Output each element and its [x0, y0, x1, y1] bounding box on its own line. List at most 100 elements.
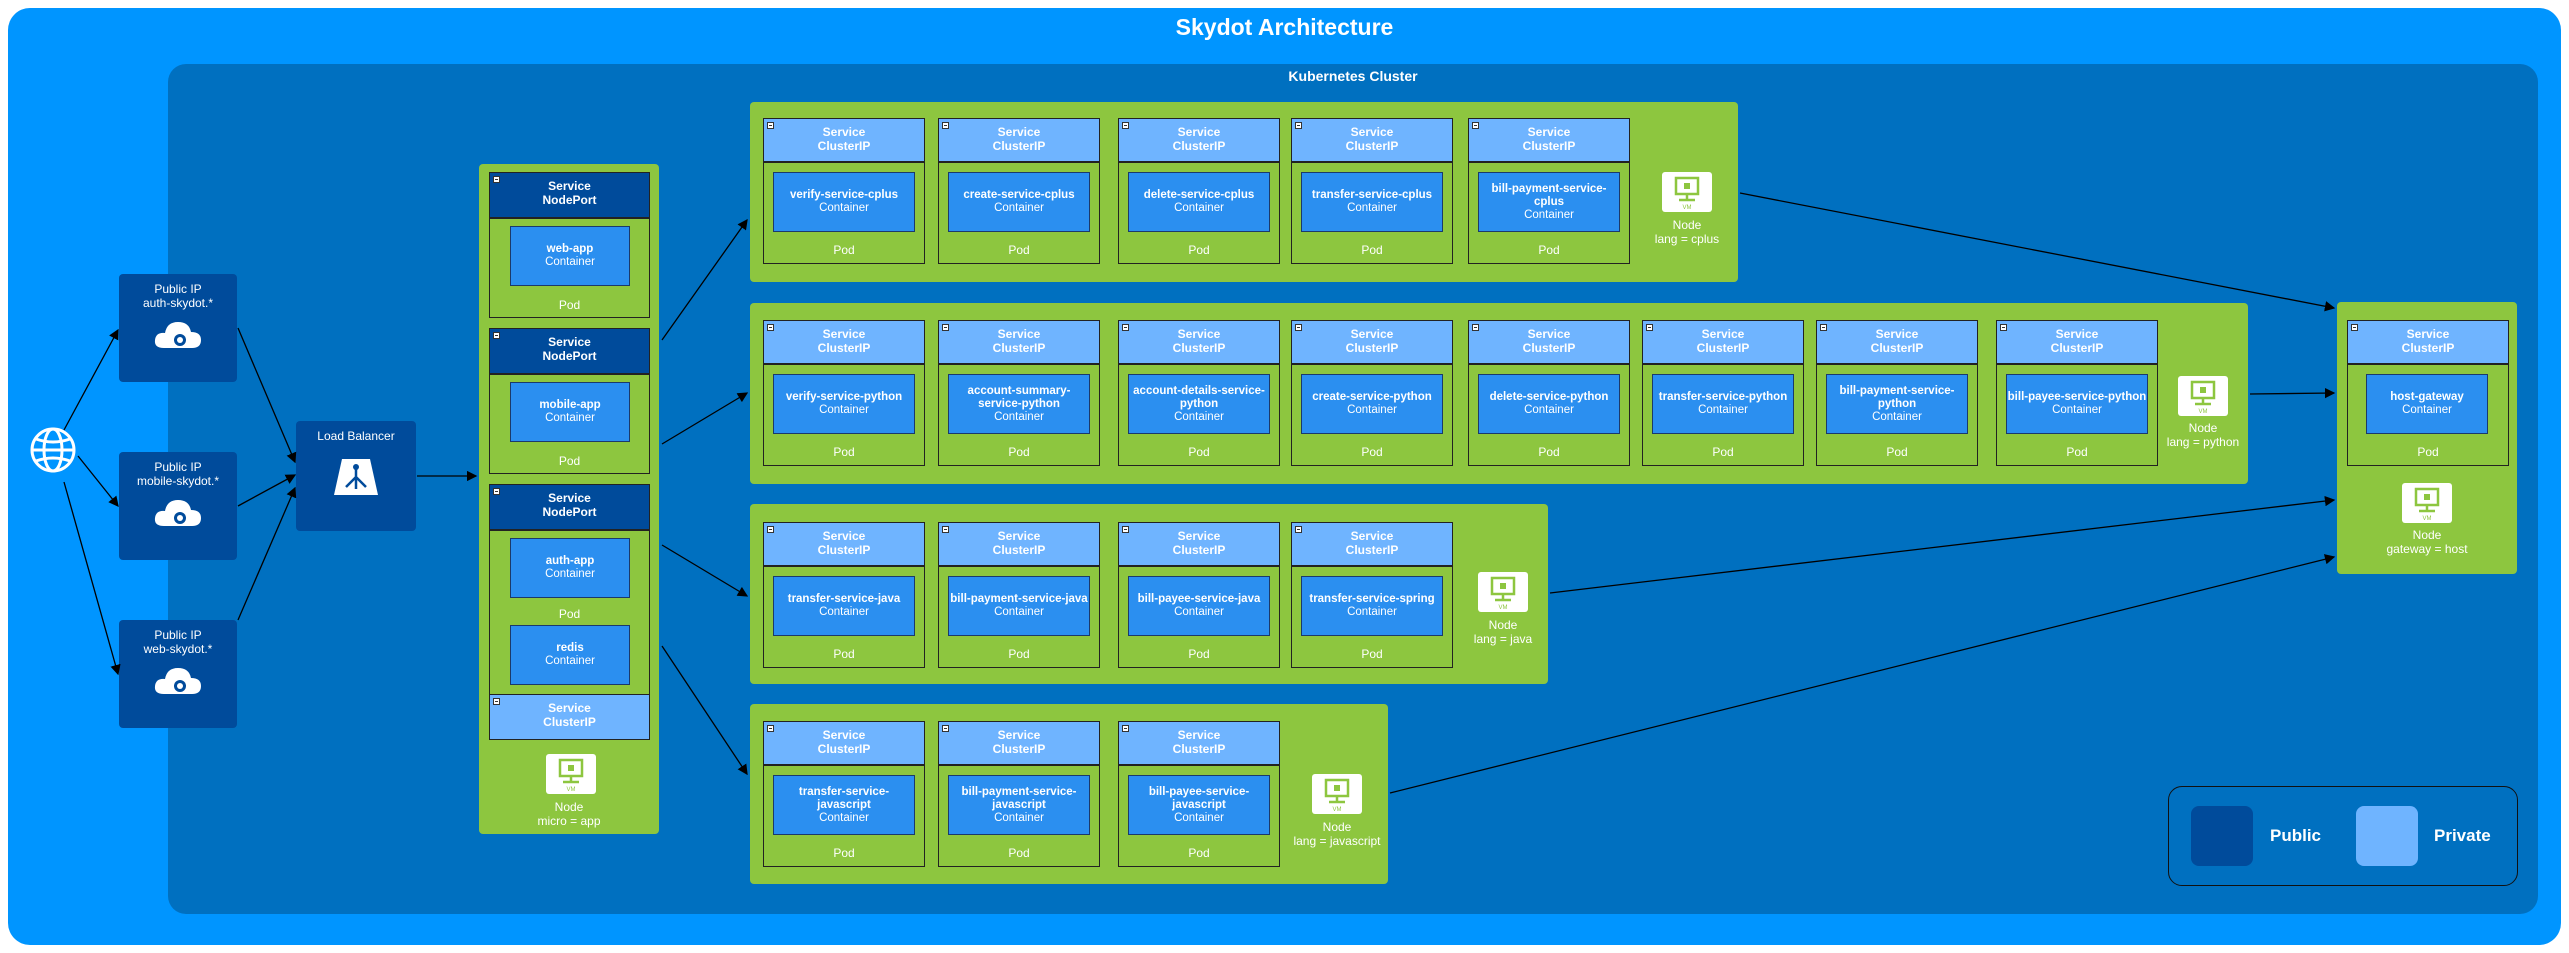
container-name: web-app	[546, 243, 594, 255]
cluster-title: Kubernetes Cluster	[1288, 68, 1418, 84]
container-kind: Container	[1524, 208, 1574, 221]
vm-icon: VM	[546, 754, 596, 794]
container-name: bill-payee-service-java	[1137, 593, 1261, 605]
svg-text:VM: VM	[567, 787, 576, 793]
container-kind: Container	[1174, 811, 1224, 824]
container-kind: Container	[1347, 606, 1397, 618]
service-label: Service	[1350, 529, 1394, 543]
container-name: bill-payee-service-python	[2007, 391, 2147, 403]
node-title: Node	[1672, 218, 1702, 232]
svg-text:VM: VM	[1683, 205, 1692, 211]
node-selector: lang = javascript	[1293, 834, 1381, 848]
pod-label: Pod	[1361, 445, 1383, 459]
cloud-icon	[154, 668, 201, 694]
service-label: Service	[548, 179, 591, 193]
pod-label: Pod	[833, 647, 855, 661]
collapse-icon	[767, 324, 774, 331]
container-name: transfer-service-python	[1658, 391, 1788, 403]
container-name: delete-service-python	[1489, 391, 1609, 403]
collapse-icon	[1820, 324, 1827, 331]
service-type: ClusterIP	[817, 742, 871, 756]
service-type: ClusterIP	[1345, 139, 1399, 153]
service-type: ClusterIP	[1172, 341, 1226, 355]
pod-label: Pod	[833, 846, 855, 860]
container-name: verify-service-cplus	[789, 189, 899, 201]
service-label: Service	[822, 529, 866, 543]
pod-label: Pod	[2417, 445, 2439, 459]
container-name: host-gateway	[2390, 391, 2464, 403]
collapse-icon	[942, 526, 949, 533]
public-ip-auth: Public IP auth-skydot.*	[119, 274, 237, 382]
container-kind: Container	[545, 655, 595, 667]
service-type: NodePort	[542, 505, 597, 519]
public-ip-label: Public IP	[154, 460, 202, 474]
pod-label: Pod	[558, 607, 581, 621]
service-type: ClusterIP	[2401, 341, 2455, 355]
service-type: ClusterIP	[1345, 543, 1399, 557]
container-name: bill-payment-service-python	[1839, 384, 1955, 410]
service-type: ClusterIP	[1522, 341, 1576, 355]
service-label: Service	[548, 491, 591, 505]
pod-label: Pod	[1188, 243, 1210, 257]
legend-private-swatch	[2356, 806, 2418, 866]
vm-icon: VM	[1312, 774, 1362, 814]
cloud-icon	[154, 500, 201, 526]
collapse-icon	[1122, 122, 1129, 129]
public-ip-label: Public IP	[154, 628, 202, 642]
service-label: Service	[822, 728, 866, 742]
pod-label: Pod	[833, 243, 855, 257]
service-label: Service	[1177, 327, 1221, 341]
pod-label: Pod	[1188, 647, 1210, 661]
service-type: ClusterIP	[1172, 742, 1226, 756]
container-kind: Container	[994, 606, 1044, 618]
legend	[2168, 786, 2518, 886]
service-label: Service	[548, 335, 591, 349]
vm-icon: VM	[1478, 572, 1528, 612]
service-type: ClusterIP	[2050, 341, 2104, 355]
collapse-icon	[1295, 122, 1302, 129]
container-name: account-summary-service-python	[967, 384, 1071, 410]
load-balancer-label: Load Balancer	[317, 429, 395, 443]
collapse-icon	[1295, 526, 1302, 533]
collapse-icon	[2351, 324, 2358, 331]
collapse-icon	[493, 176, 500, 183]
container-kind: Container	[994, 811, 1044, 824]
container-kind: Container	[994, 202, 1044, 214]
service-label: Service	[1350, 125, 1394, 139]
public-ip-mobile: Public IP mobile-skydot.*	[119, 452, 237, 560]
collapse-icon	[767, 122, 774, 129]
container-kind: Container	[545, 568, 595, 580]
pod-label: Pod	[558, 298, 581, 312]
public-ip-host: auth-skydot.*	[142, 296, 214, 310]
container-kind: Container	[1347, 202, 1397, 214]
container-kind: Container	[819, 404, 869, 416]
service-type: ClusterIP	[1870, 341, 1924, 355]
node-selector: micro = app	[537, 814, 601, 828]
pod-label: Pod	[1538, 445, 1560, 459]
service-label: Service	[997, 529, 1041, 543]
node-selector: lang = java	[1473, 632, 1533, 646]
pod-label: Pod	[1886, 445, 1908, 459]
service-type: NodePort	[542, 349, 597, 363]
service-label: Service	[822, 125, 866, 139]
container-kind: Container	[2402, 404, 2452, 416]
container-kind: Container	[994, 410, 1044, 423]
service-type: ClusterIP	[1696, 341, 1750, 355]
service-label: Service	[1527, 327, 1571, 341]
service-label: Service	[997, 125, 1041, 139]
